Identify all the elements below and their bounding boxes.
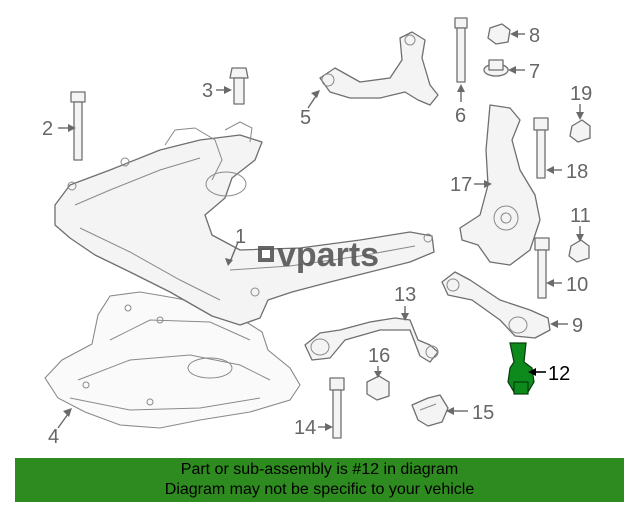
- callout-number: 16: [368, 345, 390, 367]
- callout-number: 15: [472, 402, 494, 424]
- callout-number: 7: [529, 61, 540, 83]
- part-subframe: [54, 121, 435, 326]
- brand-logo: vparts: [258, 236, 379, 274]
- callout-number: 14: [294, 417, 316, 439]
- part-bolt-10: [534, 237, 550, 299]
- callout-number: 6: [455, 105, 466, 127]
- part-tension-strut: [304, 317, 439, 363]
- callout-number: 19: [570, 83, 592, 105]
- part-underbody-shield: [44, 291, 301, 429]
- callout-12[interactable]: 12: [528, 363, 570, 385]
- callout-number: 17: [450, 174, 472, 196]
- part-steering-knuckle: [459, 104, 541, 266]
- part-bolt-18: [533, 117, 549, 179]
- banner-line-2: Diagram may not be specific to your vehi…: [164, 481, 475, 498]
- callout-1: 1: [225, 226, 246, 266]
- callout-17: 17: [450, 174, 492, 196]
- part-nut-8: [487, 23, 511, 45]
- part-nut-19: [569, 119, 591, 143]
- callout-7: 7: [508, 61, 540, 83]
- part-nut-16: [366, 375, 390, 401]
- part-bolt-14: [329, 377, 345, 439]
- callout-9: 9: [550, 315, 583, 337]
- callout-number-highlighted: 12: [548, 363, 570, 385]
- banner-line-1: Part or sub-assembly is #12 in diagram: [180, 461, 459, 478]
- callout-number: 10: [566, 274, 588, 296]
- callout-4: 4: [48, 408, 72, 448]
- callout-10: 10: [546, 274, 588, 296]
- part-bolt-6: [454, 17, 468, 83]
- part-lower-control-arm: [441, 271, 551, 339]
- parts-diagram: vparts 1 2 3 4 5 6 7 8: [42, 17, 592, 448]
- callout-3: 3: [202, 80, 232, 102]
- part-bracket-15: [411, 394, 449, 427]
- callout-8: 8: [510, 25, 540, 47]
- callout-5: 5: [300, 90, 320, 129]
- callout-number: 4: [48, 426, 59, 448]
- callout-16: 16: [368, 345, 390, 378]
- callout-14: 14: [294, 417, 333, 439]
- part-nut-7: [483, 59, 509, 77]
- callout-18: 18: [546, 161, 588, 183]
- callout-number: 2: [42, 118, 53, 140]
- part-nut-11: [568, 239, 590, 263]
- callout-number: 3: [202, 80, 213, 102]
- callout-number: 11: [570, 205, 591, 227]
- callout-number: 5: [300, 107, 311, 129]
- brand-logo-text: vparts: [277, 236, 379, 274]
- callout-13: 13: [394, 284, 416, 321]
- callout-number: 18: [566, 161, 588, 183]
- callout-6: 6: [455, 84, 466, 127]
- callout-number: 1: [235, 226, 246, 248]
- part-upper-control-arm: [319, 31, 439, 106]
- callout-11: 11: [570, 205, 591, 242]
- part-bolt-2: [70, 91, 86, 161]
- info-banner: Part or sub-assembly is #12 in diagram D…: [15, 458, 624, 502]
- callout-number: 9: [572, 315, 583, 337]
- part-bolt-3: [229, 67, 249, 105]
- callout-2: 2: [42, 118, 76, 140]
- callout-number: 13: [394, 284, 416, 306]
- callout-number: 8: [529, 25, 540, 47]
- callout-15: 15: [446, 402, 494, 424]
- callout-19: 19: [570, 83, 592, 120]
- part-ball-joint-highlighted[interactable]: [507, 342, 535, 395]
